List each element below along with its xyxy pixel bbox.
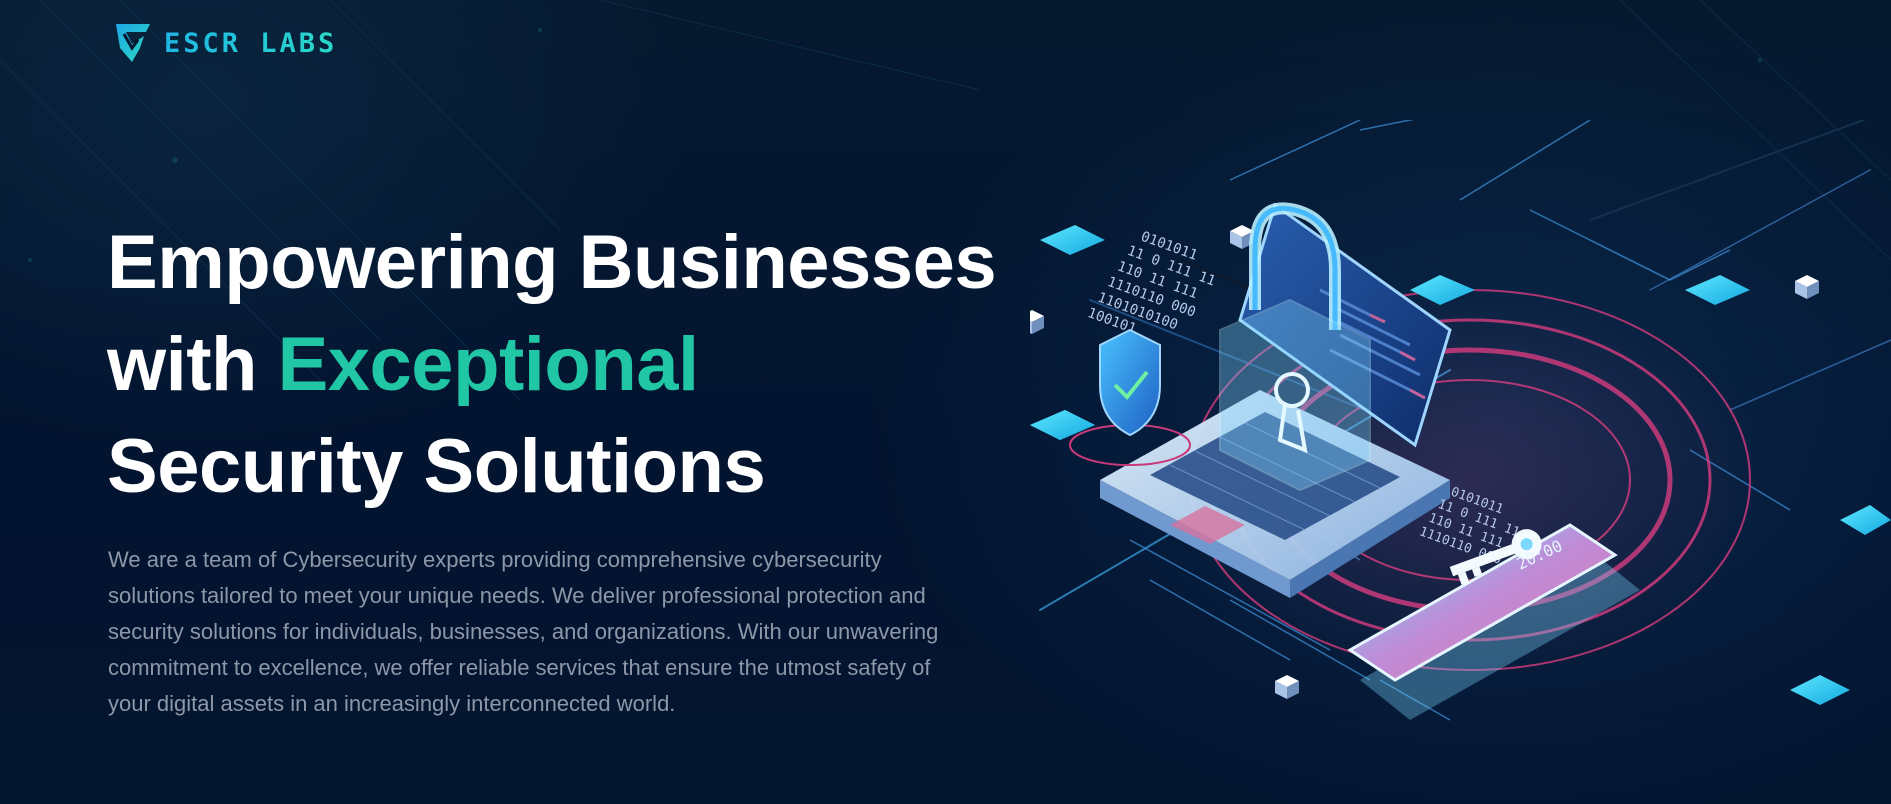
hero-description: We are a team of Cybersecurity experts p…: [108, 547, 939, 716]
shield-logo-icon: [116, 24, 150, 62]
headline-line-3: Security Solutions: [107, 424, 766, 509]
headline-line-2: with Exceptional: [107, 314, 1067, 416]
binary-text-top: 0101011 11 0 111 11 110 11 111 1110110 0…: [1085, 229, 1217, 338]
laptop-icon: [1100, 202, 1452, 598]
security-laptop-illustration: 0101011 11 0 111 11 110 11 111 1110110 0…: [1030, 120, 1891, 721]
headline-line-2-prefix: with: [107, 322, 278, 407]
brand-name: ESCR LABS: [164, 27, 338, 59]
smartphone-icon: 20:00: [1347, 523, 1640, 720]
floating-tiles: [1030, 225, 1891, 705]
padlock-icon: [1219, 202, 1371, 492]
headline-accent-word: Exceptional: [277, 322, 700, 407]
key-icon: [1449, 529, 1542, 586]
hero-headline: Empowering Businesses with Exceptional S…: [107, 212, 1067, 518]
small-cubes: [1030, 225, 1819, 699]
shield-check-icon: [1069, 328, 1191, 466]
brand-logo[interactable]: ESCR LABS: [110, 18, 337, 68]
headline-line-1: Empowering Businesses: [107, 220, 997, 305]
